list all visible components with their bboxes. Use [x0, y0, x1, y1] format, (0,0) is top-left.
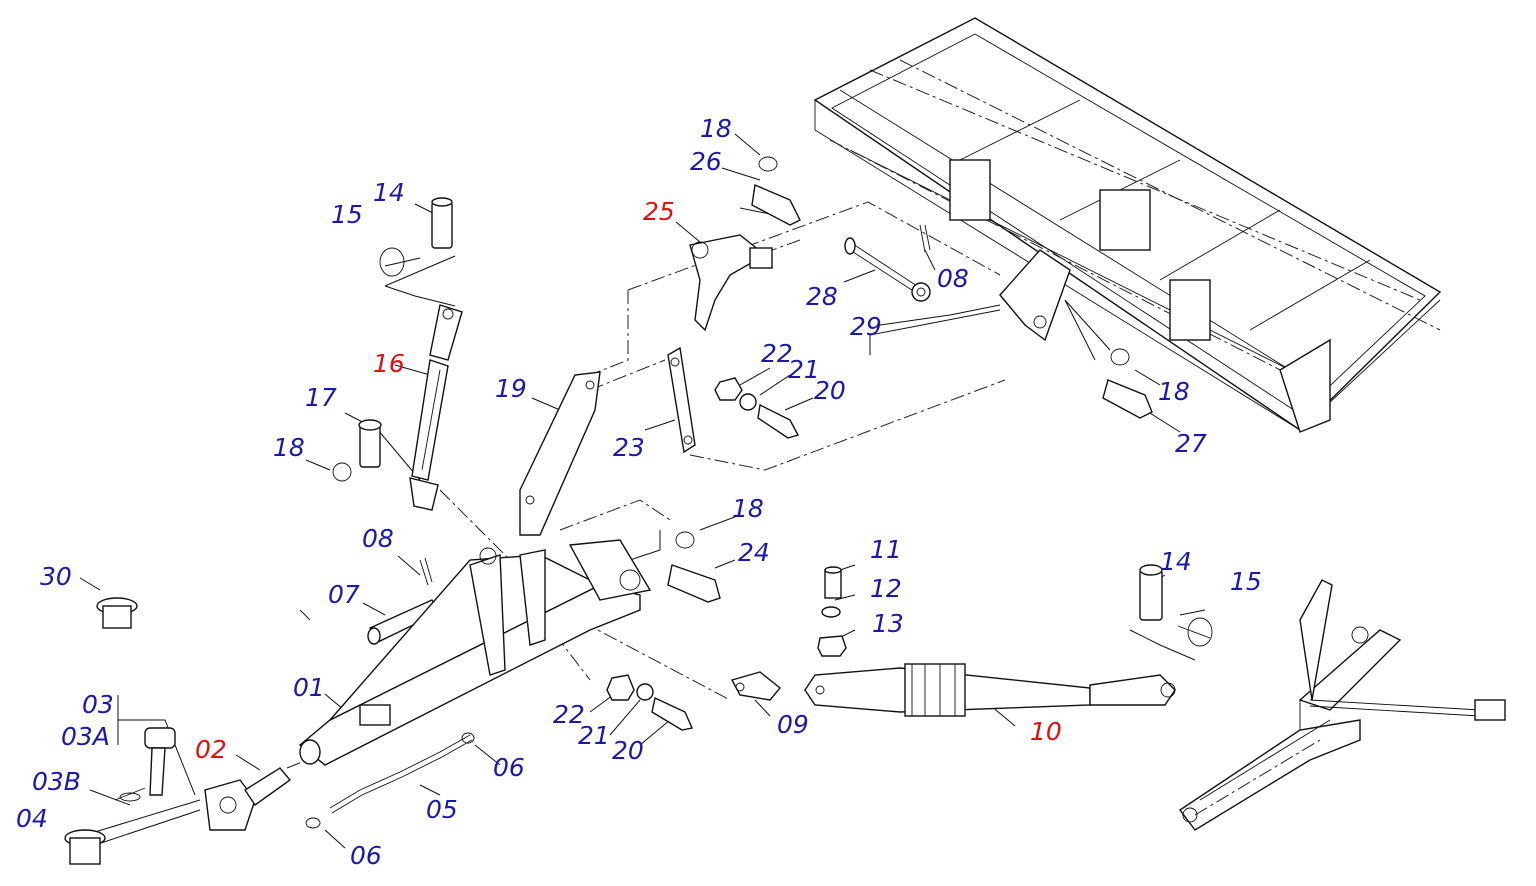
callout-30: 30 [40, 562, 72, 591]
callout-21-lower: 21 [578, 721, 610, 750]
callout-08-right: 08 [937, 264, 969, 293]
part-15-lynch-pin-right [1177, 617, 1213, 647]
callout-03b: 03B [32, 767, 81, 796]
callout-05: 05 [426, 795, 458, 824]
part-07-pin [367, 599, 442, 645]
part-15-lynch-pin-top [379, 247, 421, 277]
part-12-washer [821, 606, 841, 618]
harrow-frame-drawing [813, 17, 1442, 433]
part-27-pin-right [1102, 379, 1153, 419]
callout-15-right: 15 [1230, 567, 1262, 596]
part-21-washer-lower [636, 683, 654, 701]
part-30-bushing [96, 597, 138, 629]
callout-09: 09 [777, 710, 809, 739]
part-18-clip-left [332, 462, 352, 482]
callout-17: 17 [305, 383, 337, 412]
callout-22-lower: 22 [553, 700, 585, 729]
part-14-pin-right [1139, 564, 1163, 621]
part-22-nut-lower [606, 674, 635, 701]
part-29-sprocket [911, 282, 931, 302]
callout-13: 13 [872, 609, 904, 638]
callout-27: 27 [1175, 429, 1207, 458]
part-11-bolt [824, 566, 842, 599]
part-20-bolt-lower [651, 696, 693, 731]
callout-10: 10 [1030, 717, 1062, 746]
part-24-pin-mid [667, 564, 721, 603]
callout-08-left: 08 [362, 524, 394, 553]
part-21-washer-upper [739, 393, 757, 411]
callout-02: 02 [195, 735, 227, 764]
callout-01: 01 [293, 673, 325, 702]
callout-19: 19 [495, 374, 527, 403]
callout-28: 28 [806, 282, 838, 311]
callout-06-lower: 06 [350, 841, 382, 870]
callout-18-right: 18 [1158, 377, 1190, 406]
callout-11: 11 [870, 535, 902, 564]
part-05-chain [329, 734, 473, 814]
callout-18-left: 18 [273, 433, 305, 462]
callout-03a: 03A [61, 722, 110, 751]
part-13-nut [817, 635, 847, 657]
callout-24: 24 [738, 538, 770, 567]
callout-14-right: 14 [1160, 547, 1192, 576]
callout-25: 25 [643, 197, 675, 226]
part-26-pin-top [751, 183, 801, 226]
callout-20-lower: 20 [612, 736, 644, 765]
callout-20-upper: 20 [814, 376, 846, 405]
part-18-clip-mid [675, 531, 695, 549]
part-06-shackle-lower [305, 817, 321, 829]
callout-15-top: 15 [331, 200, 363, 229]
callout-26: 26 [690, 147, 722, 176]
part-02-swivel-hitch [204, 767, 292, 831]
part-09-clevis [730, 671, 781, 701]
part-20-bolt-upper [757, 403, 800, 439]
callout-18-top: 18 [700, 114, 732, 143]
callout-06-upper: 06 [493, 753, 525, 782]
part-18-clip-top [758, 156, 778, 172]
part-08-cotter-left [419, 557, 433, 586]
callout-16: 16 [373, 349, 405, 378]
part-19-link-plate [519, 371, 601, 536]
part-10-turnbuckle [804, 663, 1176, 717]
part-18-clip-right-top [1110, 348, 1130, 366]
callout-12: 12 [870, 574, 902, 603]
part-17-pin [358, 419, 382, 468]
part-14-pin-top [431, 197, 453, 249]
part-25-bracket [689, 234, 773, 332]
callout-22-upper: 22 [761, 339, 793, 368]
callout-23: 23 [613, 433, 645, 462]
callout-labels: 01 02 03 03A 03B 04 05 06 06 07 08 08 09… [16, 114, 1262, 870]
callout-03: 03 [82, 690, 114, 719]
part-06-shackle-upper [461, 732, 475, 744]
callout-04: 04 [16, 804, 48, 833]
assembly-overview-drawing [1178, 579, 1506, 831]
part-03-hitch-pin [144, 727, 176, 796]
callout-29: 29 [850, 312, 882, 341]
part-23-link-bar [667, 346, 696, 454]
part-16-hydraulic-top-link [409, 304, 463, 511]
callout-07: 07 [328, 580, 360, 609]
part-04-bushing [64, 829, 106, 865]
callout-18-mid: 18 [732, 494, 764, 523]
part-28-shaft [844, 237, 921, 295]
part-22-nut-upper [714, 377, 743, 401]
callout-14-top: 14 [373, 178, 405, 207]
part-08-cotter-right [919, 224, 931, 253]
callout-21-upper: 21 [788, 355, 820, 384]
part-01-drawbar [298, 539, 652, 766]
part-03b-clip [114, 787, 146, 802]
